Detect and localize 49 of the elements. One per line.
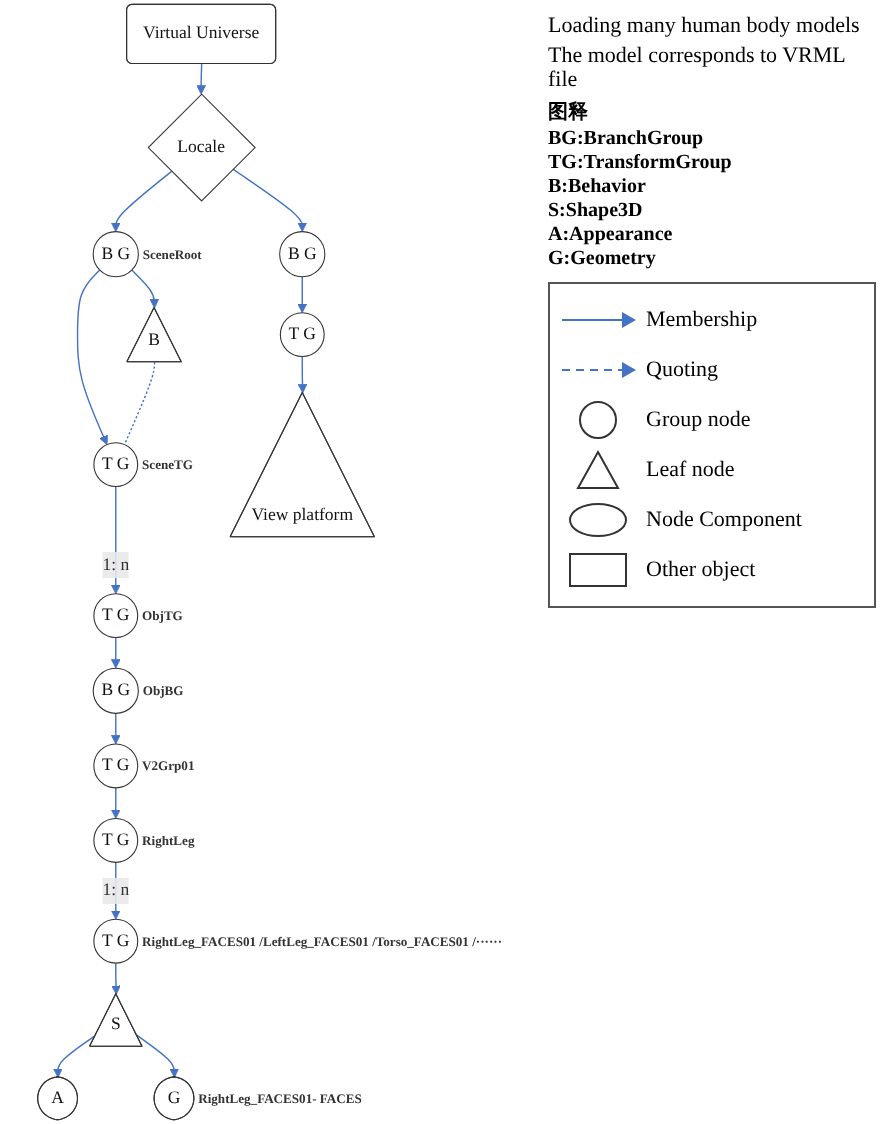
legend-label: Other object (646, 558, 756, 582)
arrow (110, 485, 121, 595)
arrow (131, 269, 160, 309)
node: S (89, 993, 143, 1047)
arrow (110, 712, 121, 745)
arrow (297, 276, 308, 314)
arrow (297, 355, 308, 394)
arrow (110, 636, 121, 669)
node: B G (279, 231, 326, 278)
node: T G (93, 817, 139, 863)
legend-label: Membership (646, 308, 758, 332)
edge-label: 1: n (102, 555, 130, 574)
node: Locale (147, 93, 256, 202)
node: B G (92, 231, 139, 278)
legend-label: Quoting (646, 358, 719, 382)
node: B G (92, 667, 139, 714)
node: A (37, 1076, 78, 1121)
note-text: S:Shape3D (548, 200, 645, 222)
note-text: 图释 (548, 99, 590, 126)
arrow (110, 787, 121, 819)
arrow (136, 1034, 180, 1078)
note-text: The model corresponds to VRML file (548, 44, 847, 92)
note-text: Loading many human body models (548, 14, 862, 38)
legend-label: Group node (646, 408, 751, 432)
node: T G (279, 312, 325, 358)
node: T G (93, 743, 139, 789)
legend-label: Leaf node (646, 458, 735, 482)
legend-label: Node Component (646, 508, 802, 532)
node: G (153, 1076, 195, 1121)
note-text: G:Geometry (548, 248, 658, 270)
note-text: B:Behavior (548, 176, 648, 198)
note-text: TG:TransformGroup (548, 152, 734, 174)
arrow (53, 1034, 97, 1078)
arrow (196, 63, 206, 95)
arrow (111, 962, 121, 995)
note-text: A:Appearance (548, 224, 675, 246)
connector (123, 361, 156, 446)
node: View platform (229, 391, 375, 538)
node: T G (93, 918, 139, 964)
node: T G (93, 442, 139, 488)
arrow (110, 170, 173, 233)
arrow (110, 861, 121, 920)
arrow (232, 168, 308, 233)
node: Virtual Universe (126, 3, 277, 65)
node: T G (93, 593, 139, 639)
node: B (126, 306, 182, 363)
arrow (76, 269, 108, 445)
edge-label: 1: n (102, 880, 130, 900)
note-text: BG:BranchGroup (548, 128, 706, 150)
